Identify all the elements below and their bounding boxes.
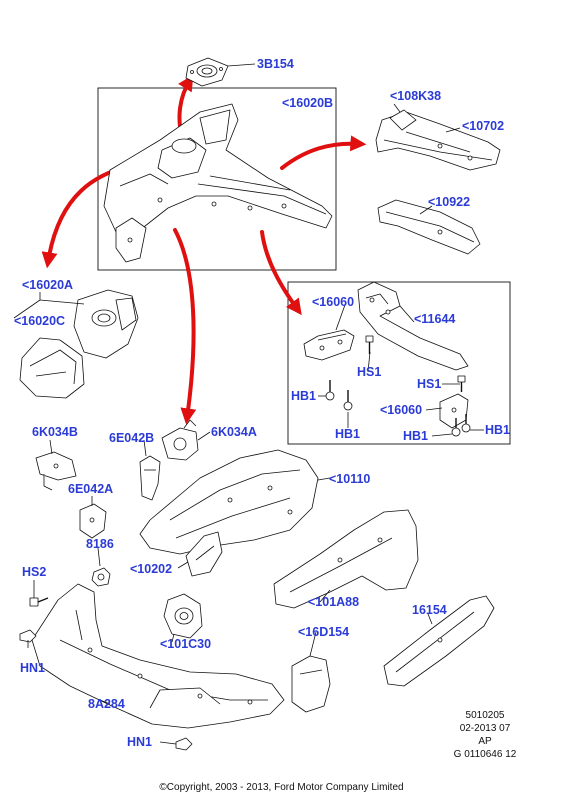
fastener-hs1-right xyxy=(457,375,466,392)
label-hb1-a[interactable]: HB1 xyxy=(291,389,317,403)
part-6k034b-bracket xyxy=(35,451,77,491)
part-16d154-bracket xyxy=(291,655,331,713)
label-hn1-left[interactable]: HN1 xyxy=(20,661,46,675)
part-11644-crossmember xyxy=(357,281,469,371)
ref-code: 5010205 xyxy=(465,710,505,721)
part-16020c-wheelhouse-panel xyxy=(19,337,85,399)
label-16060-lower[interactable]: <16060 xyxy=(380,403,423,417)
label-10922[interactable]: <10922 xyxy=(428,195,471,209)
fastener-hs1-left xyxy=(365,335,374,354)
label-101c30[interactable]: <101C30 xyxy=(160,637,212,651)
part-108k38-10702-upper-rail xyxy=(375,109,501,171)
label-11644[interactable]: <11644 xyxy=(414,312,456,326)
ref-date: 02-2013 07 xyxy=(459,723,511,734)
label-6k034b[interactable]: 6K034B xyxy=(32,425,78,439)
part-8a284-front-carrier xyxy=(31,583,285,729)
label-16154[interactable]: 16154 xyxy=(412,603,447,617)
part-10110-apron xyxy=(139,449,319,555)
label-hb1-b[interactable]: HB1 xyxy=(335,427,361,441)
label-3b154[interactable]: 3B154 xyxy=(257,57,294,71)
part-8186-isolator xyxy=(91,567,111,587)
part-3b154-mount-plate xyxy=(185,57,229,87)
label-10702[interactable]: <10702 xyxy=(462,119,505,133)
label-16020a[interactable]: <16020A xyxy=(22,278,74,292)
label-16020b[interactable]: <16020B xyxy=(282,96,334,110)
label-hb1-c[interactable]: HB1 xyxy=(403,429,429,443)
arrow-to-16060 xyxy=(260,230,302,316)
label-hb1-d[interactable]: HB1 xyxy=(485,423,511,437)
label-108k38[interactable]: <108K38 xyxy=(390,89,442,103)
fastener-hs2 xyxy=(29,597,49,607)
part-6e042b-bracket xyxy=(139,455,161,501)
part-16020a-wheelhouse xyxy=(73,289,139,359)
ref-region: AP xyxy=(478,736,492,747)
part-16060-lower-bracket xyxy=(439,393,469,429)
arrow-to-6k034a xyxy=(173,228,197,425)
fastener-hn1-bottom xyxy=(175,737,193,751)
fastener-hb1-c xyxy=(451,418,461,437)
part-101a88-rail xyxy=(273,509,419,609)
label-16d154[interactable]: <16D154 xyxy=(298,625,350,639)
copyright-notice: ©Copyright, 2003 - 2013, Ford Motor Comp… xyxy=(159,782,404,793)
label-10110[interactable]: <10110 xyxy=(329,472,371,486)
label-hn1-bottom[interactable]: HN1 xyxy=(127,735,153,749)
fastener-hb1-b xyxy=(343,390,353,411)
fastener-hb1-a xyxy=(325,380,335,401)
label-6e042b[interactable]: 6E042B xyxy=(109,431,155,445)
part-16020b-side-member xyxy=(103,103,333,263)
label-6k034a[interactable]: 6K034A xyxy=(211,425,257,439)
part-6e042a-bracket xyxy=(79,503,107,539)
fastener-hn1-left xyxy=(19,629,37,643)
part-101c30-bracket xyxy=(163,593,203,639)
arrow-to-108k38 xyxy=(280,135,367,170)
fastener-hb1-d xyxy=(461,414,471,433)
label-hs1-left[interactable]: HS1 xyxy=(357,365,382,379)
part-10922-reinforcement xyxy=(377,199,481,255)
label-6e042a[interactable]: 6E042A xyxy=(68,482,114,496)
label-16060-upper[interactable]: <16060 xyxy=(312,295,355,309)
ref-illustration-id: G 0110646 12 xyxy=(453,749,517,760)
frame-radiator-support xyxy=(287,281,511,445)
part-16154-rail xyxy=(383,595,495,687)
label-10202[interactable]: <10202 xyxy=(130,562,173,576)
label-8186[interactable]: 8186 xyxy=(86,537,114,551)
label-hs2[interactable]: HS2 xyxy=(22,565,47,579)
label-hs1-right[interactable]: HS1 xyxy=(417,377,442,391)
label-16020c[interactable]: <16020C xyxy=(14,314,66,328)
leader-lines xyxy=(13,63,484,745)
label-101a88[interactable]: <101A88 xyxy=(308,595,360,609)
part-6k034a-mount xyxy=(161,419,199,461)
label-8a284[interactable]: 8A284 xyxy=(88,697,125,711)
part-10202-bracket xyxy=(185,531,223,577)
part-16060-upper-bracket xyxy=(303,329,355,361)
